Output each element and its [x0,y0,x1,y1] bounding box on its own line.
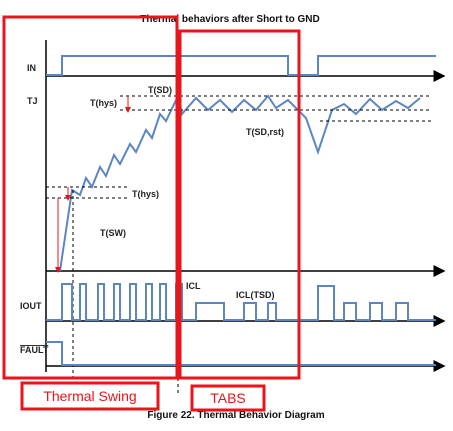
fault-signal [46,341,436,366]
annotation-t-sd-rst: T(SD,rst) [246,127,284,137]
annotation-t-sd: T(SD) [148,85,172,95]
signal-label-in: IN [27,63,36,73]
diagram-title: Thermal behaviors after Short to GND [140,14,319,25]
thermal-swing-label: Thermal Swing [43,388,136,404]
tabs-region [178,29,301,380]
annotation-i-cl-tsd: ICL(TSD) [236,290,275,300]
thermal-swing-region [2,15,179,380]
figure-caption: Figure 22. Thermal Behavior Diagram [147,410,324,421]
annotation-t-sw: T(SW) [100,228,126,238]
annotation-t-hys-mid: T(hys) [132,189,159,199]
thermal-swing-label-box [20,381,160,411]
annotation-i-cl: ICL [186,281,201,291]
signal-label-fault: FAULT [20,345,49,355]
signal-label-tj: TJ [27,96,38,106]
tabs-label-box [190,384,266,412]
annotation-t-hys-top: T(hys) [90,98,117,108]
in-signal [46,55,436,76]
tabs-label: TABS [210,390,246,406]
signal-label-iout: IOUT [20,301,42,311]
tj-signal [59,92,421,272]
